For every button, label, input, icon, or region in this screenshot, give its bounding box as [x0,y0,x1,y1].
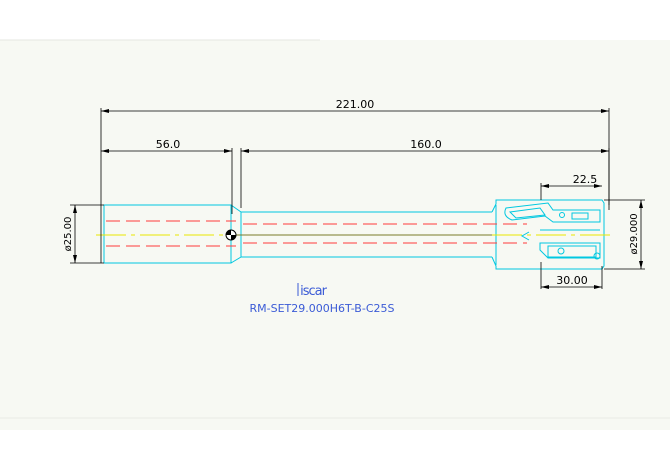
arrow [541,184,549,188]
dimension-lines [70,108,645,289]
hidden-lines [96,220,612,247]
arrow [639,200,643,208]
screw-top [559,212,565,218]
dim-body-length: 160.0 [410,138,442,151]
arrow [594,184,602,188]
insert-pocket-top [504,202,601,223]
arrow [541,285,549,289]
part-code: RM-SET29.000H6T-B-C25S [250,302,395,315]
arrow [101,149,109,153]
arrow [73,205,77,213]
dim-shank-diameter: ø25.00 [63,217,74,252]
arrow [224,149,232,153]
arrow [101,109,109,113]
coolant-cone [520,231,530,241]
dim-head-step: 22.5 [573,173,598,186]
arrow [594,285,602,289]
coolant-hole-fill-2 [226,230,231,235]
screw-bottom [557,247,565,255]
dim-overall-length: 221.00 [336,98,375,111]
arrow [639,261,643,269]
brand-logo: iscar [300,284,327,299]
arrow [601,109,609,113]
insert-pocket-bottom [539,242,601,259]
arrow [241,149,249,153]
dim-head-diameter: ø29.000 [629,213,640,254]
dim-shank-length: 56.0 [156,138,181,151]
coolant-hole-fill [231,235,236,240]
chip-flute-top [508,207,546,219]
screw-bottom-2 [593,252,601,260]
insert-bottom [547,245,597,258]
arrow [601,149,609,153]
insert-top [571,212,589,220]
arrow [73,255,77,263]
dim-head-length: 30.00 [556,274,588,287]
arrowheads [73,109,643,289]
